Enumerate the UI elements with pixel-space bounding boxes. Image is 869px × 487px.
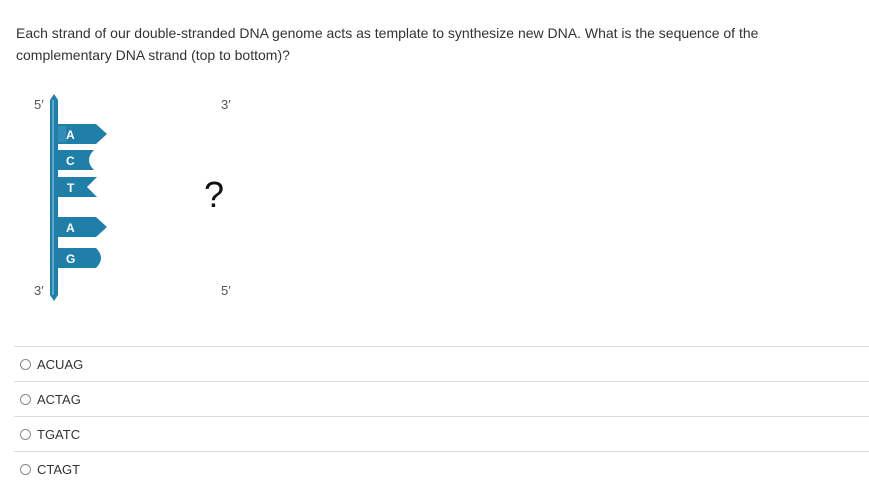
base-t-3: T <box>56 177 97 197</box>
choice-label: ACTAG <box>37 391 81 407</box>
choice-actag[interactable]: ACTAG <box>14 381 869 416</box>
dna-figure: 5′ 3′ 3′ 5′ A C T <box>24 90 254 310</box>
answer-choices: ACUAG ACTAG TGATC CTAGT <box>14 346 869 486</box>
choice-ctagt[interactable]: CTAGT <box>14 451 869 486</box>
backbone-bottom-cap <box>50 295 58 301</box>
radio-button[interactable] <box>20 358 31 370</box>
question-text: Each strand of our double-stranded DNA g… <box>16 25 759 63</box>
choice-tgatc[interactable]: TGATC <box>14 416 869 451</box>
template-5-prime-label: 5′ <box>34 97 44 112</box>
dna-backbone-highlight <box>52 100 54 295</box>
choice-label: TGATC <box>37 426 81 442</box>
choice-acuag[interactable]: ACUAG <box>14 346 869 381</box>
base-letter: A <box>66 221 75 235</box>
template-3-prime-label: 3′ <box>34 283 44 298</box>
base-c-2: C <box>56 150 94 170</box>
choice-label: CTAGT <box>37 461 81 477</box>
base-a-4: A <box>56 217 107 237</box>
base-letter: C <box>66 154 75 168</box>
base-a-1: A <box>56 124 107 144</box>
complement-5-prime-label: 5′ <box>221 283 231 298</box>
question-mark: ? <box>204 174 224 215</box>
dna-diagram: 5′ 3′ 3′ 5′ A C T <box>34 94 231 301</box>
choice-label: ACUAG <box>37 356 84 372</box>
base-letter: A <box>66 128 75 142</box>
radio-button[interactable] <box>20 428 31 440</box>
backbone-top-cap <box>50 94 58 100</box>
complement-3-prime-label: 3′ <box>221 97 231 112</box>
base-letter: T <box>67 181 75 195</box>
base-letter: G <box>66 252 75 266</box>
base-g-5: G <box>56 248 101 268</box>
radio-button[interactable] <box>20 463 31 475</box>
radio-button[interactable] <box>20 393 31 405</box>
